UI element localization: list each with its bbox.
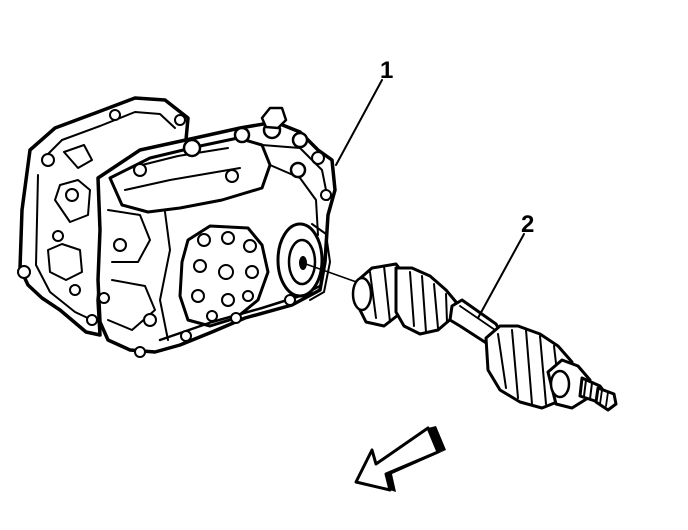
callout-label-1: 1 [380, 57, 393, 84]
leader-line-1 [335, 79, 383, 166]
callout-1: 1 [335, 57, 393, 166]
drive-axle-assembly [302, 262, 618, 412]
callout-2: 2 [477, 211, 534, 319]
arrow-down-left-icon [354, 426, 446, 492]
callout-label-2: 2 [521, 211, 534, 238]
leader-line-2 [477, 233, 525, 319]
transaxle-assembly [17, 96, 337, 358]
